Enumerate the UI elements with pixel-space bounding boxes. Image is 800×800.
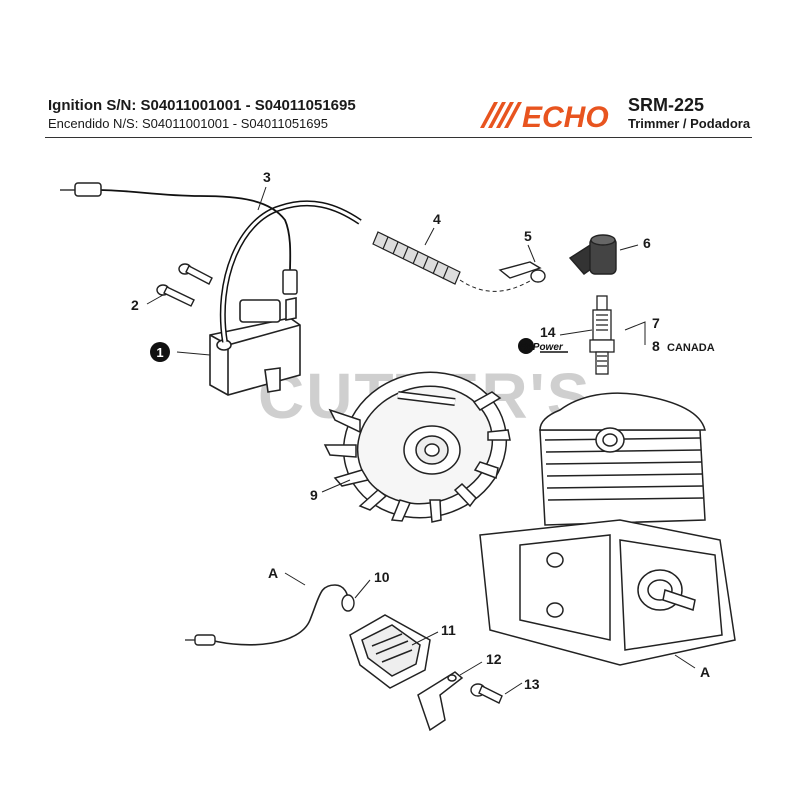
header-divider xyxy=(45,137,752,138)
engine-block xyxy=(479,392,736,666)
callout-3: 3 xyxy=(263,169,271,185)
callout-2: 2 xyxy=(131,297,139,313)
guard-plate xyxy=(349,614,431,689)
callout-11: 11 xyxy=(441,622,456,638)
leader-lines xyxy=(146,186,696,695)
callout-9: 9 xyxy=(310,487,318,503)
callout-7: 7 xyxy=(652,315,660,331)
ground-terminal xyxy=(194,634,216,646)
callout-6: 6 xyxy=(643,235,651,251)
wire-terminal xyxy=(74,182,102,197)
model-description: Trimmer / Podadora xyxy=(628,116,751,131)
callout-1: 1 xyxy=(156,345,163,360)
assembly-dash xyxy=(459,277,536,292)
callout-1-badge xyxy=(150,342,170,362)
spark-plug xyxy=(589,295,615,375)
coil-screws xyxy=(156,263,213,307)
bolt xyxy=(470,683,503,704)
spring-clip xyxy=(498,261,546,283)
callout-8: 8 xyxy=(652,338,660,354)
callout-5: 5 xyxy=(524,228,532,244)
callout-14: 14 xyxy=(540,324,556,340)
callout-8-note: CANADA xyxy=(667,342,715,354)
callout-13: 13 xyxy=(524,676,540,692)
ground-eyelet xyxy=(341,594,355,612)
plug-cap xyxy=(568,234,617,275)
repower-logo: RePower xyxy=(518,338,568,354)
flywheel xyxy=(323,371,511,523)
spring-sleeve xyxy=(372,231,461,285)
wire-connector xyxy=(282,269,298,295)
svg-text:ECHO: ECHO xyxy=(522,101,609,134)
svg-text:RePower: RePower xyxy=(520,342,564,353)
bracket xyxy=(417,671,464,732)
reference-a-bottom: A xyxy=(700,664,710,680)
echo-logo: ECHO xyxy=(480,101,609,134)
page-subtitle: Encendido N/S: S04011001001 - S040110516… xyxy=(48,116,328,131)
callout-10: 10 xyxy=(374,569,390,585)
model-number: SRM-225 xyxy=(628,95,705,115)
callout-4: 4 xyxy=(433,211,441,227)
ignition-wire xyxy=(60,189,362,343)
page-title: Ignition S/N: S04011001001 - S0401105169… xyxy=(48,97,356,114)
reference-a-top: A xyxy=(268,565,278,581)
ignition-coil xyxy=(209,297,301,396)
callout-12: 12 xyxy=(486,651,502,667)
